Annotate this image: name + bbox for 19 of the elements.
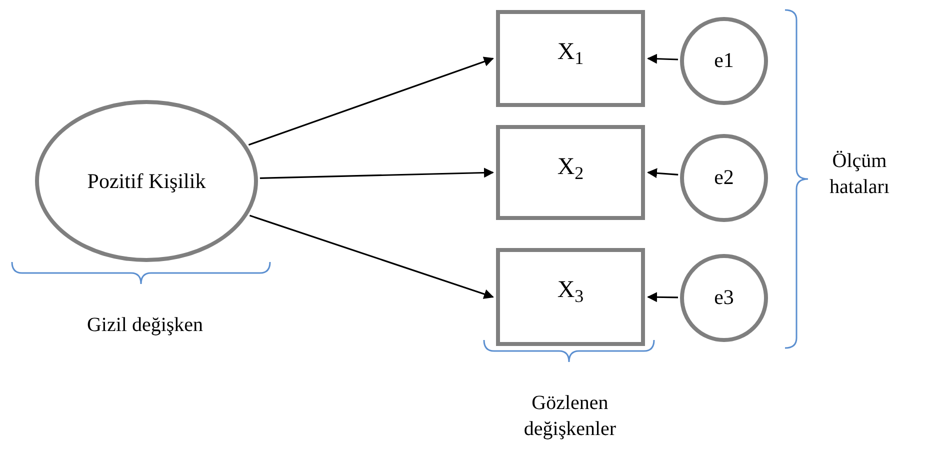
arrow (647, 168, 678, 178)
group-caption: Gözlenen değişkenler (522, 391, 618, 442)
node-label: e1 (714, 47, 734, 74)
node-label: e2 (714, 164, 734, 192)
observed-variable-box (496, 125, 645, 220)
arrow (248, 56, 494, 146)
node-label: Pozitif Kişilik (87, 168, 206, 195)
node-label: X$_{2}$ (557, 153, 584, 184)
observed-variable-box (496, 248, 645, 346)
arrow (647, 292, 678, 302)
group-caption: Ölçüm hataları (828, 149, 890, 200)
arrow (647, 54, 678, 64)
observed-variable-box (496, 10, 645, 107)
node-label: e3 (714, 284, 734, 312)
node-label: X$_{3}$ (557, 276, 584, 308)
node-label: X$_{1}$ (557, 38, 584, 70)
arrow (249, 214, 494, 299)
group-caption: Gizil değişken (86, 313, 204, 338)
arrow (260, 168, 494, 180)
